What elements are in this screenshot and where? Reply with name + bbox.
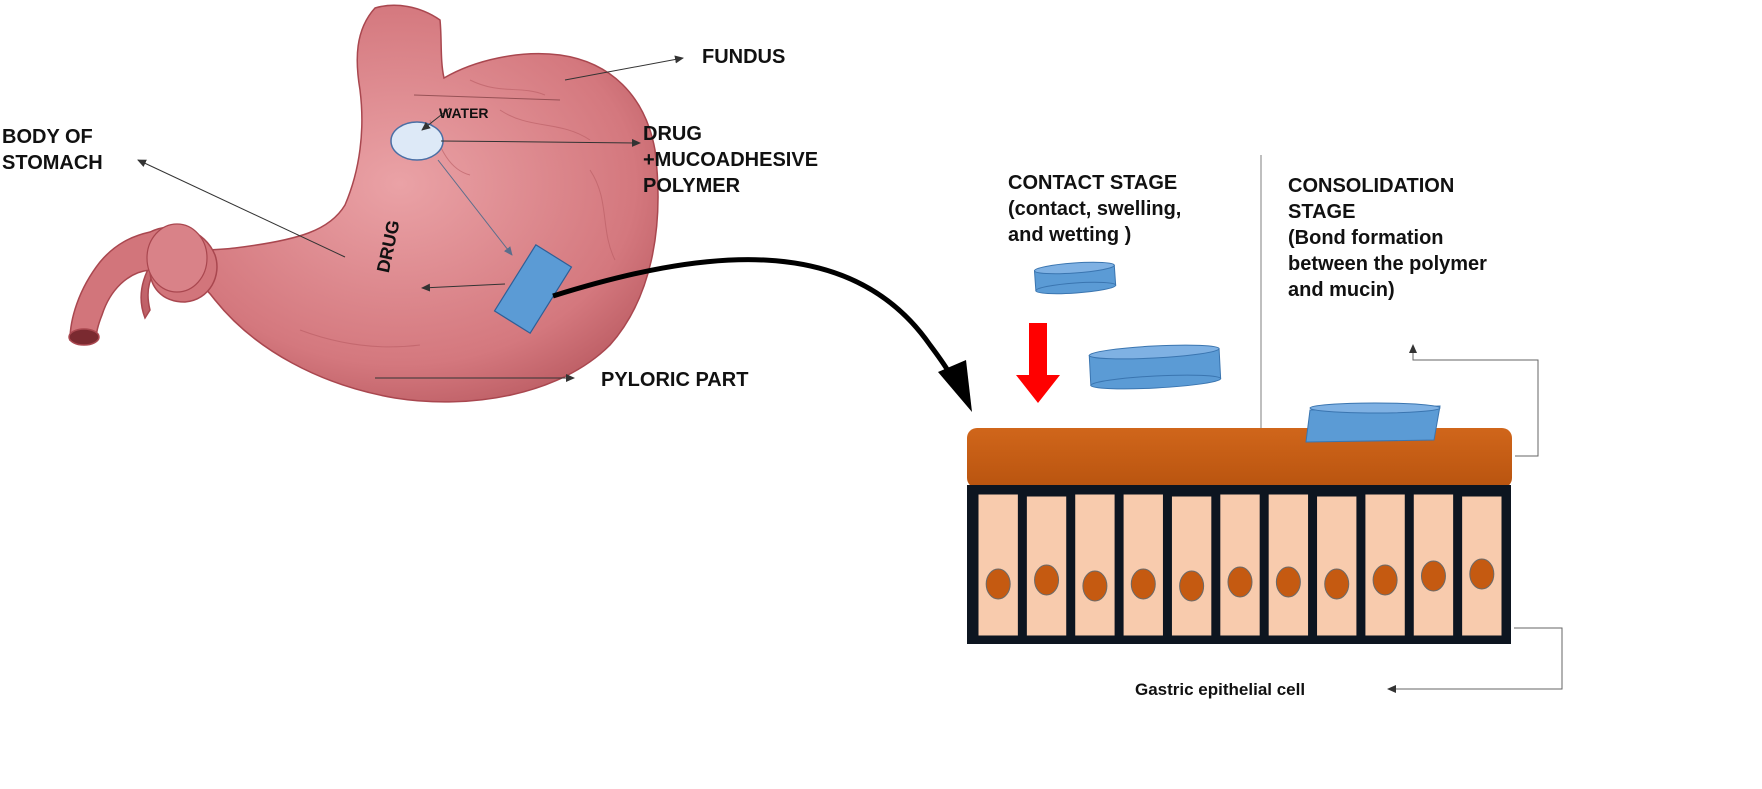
epithelial-bracket-arrow <box>1387 627 1563 693</box>
transition-arrow <box>552 257 961 393</box>
stomach-illustration <box>68 4 659 403</box>
gastric-epithelial-cell-label: Gastric epithelial cell <box>1135 680 1306 699</box>
epithelial-cell <box>1219 493 1261 637</box>
cell-nucleus <box>1130 568 1156 600</box>
transition-arrowhead <box>938 360 972 412</box>
fundus-marker-line <box>413 94 561 101</box>
drug-polymer-label: DRUG +MUCOADHESIVE POLYMER <box>643 123 819 197</box>
cell-nucleus <box>1420 560 1446 592</box>
fundus-arrow <box>564 55 684 81</box>
cell-nucleus <box>1179 570 1205 602</box>
stomach-body <box>140 4 659 403</box>
cell-nucleus <box>1275 566 1301 598</box>
cell-nucleus <box>1372 564 1398 596</box>
contact-stage-label: CONTACT STAGE (contact, swelling, and we… <box>1008 172 1182 246</box>
epithelial-cell <box>1316 495 1358 637</box>
cell-nucleus <box>1082 570 1108 602</box>
contact-red-arrow <box>1016 323 1060 403</box>
epithelial-cell <box>1074 493 1116 637</box>
pyloric-sphincter <box>146 223 208 293</box>
epithelial-cell <box>1122 493 1164 637</box>
body-of-stomach-label: BODY OF STOMACH <box>2 126 103 174</box>
cell-nucleus <box>985 568 1011 600</box>
water-tablet <box>390 121 444 161</box>
epithelial-cell <box>977 493 1019 637</box>
water-arrow <box>421 107 451 131</box>
drug-tablet <box>493 243 573 335</box>
floating-tablet-swelling <box>1088 344 1222 390</box>
water-label: WATER <box>439 105 489 121</box>
epithelial-cell <box>1267 493 1310 637</box>
drug-polymer-arrow <box>440 138 641 147</box>
epithelial-cells <box>977 493 1503 637</box>
floating-tablet-small <box>1033 261 1117 295</box>
cell-nucleus <box>1227 566 1253 598</box>
body-of-stomach-arrow <box>137 159 346 258</box>
mucus-layer <box>967 428 1512 488</box>
consolidated-tablet <box>1305 402 1441 443</box>
consolidation-stage-label: CONSOLIDATION STAGE (Bond formation betw… <box>1288 175 1487 301</box>
tablet-migration-arrow <box>437 159 513 256</box>
fundus-label: FUNDUS <box>702 46 786 68</box>
stomach-vessels <box>299 79 616 348</box>
consolidation-bracket-arrow <box>1409 344 1539 457</box>
cell-nucleus <box>1034 564 1060 596</box>
epithelial-cell <box>1170 495 1213 637</box>
pyloric-opening <box>68 328 100 346</box>
pyloric-part-label: PYLORIC PART <box>601 369 749 391</box>
cell-nucleus <box>1324 568 1350 600</box>
drug-release-arrow <box>421 283 506 292</box>
cell-nucleus <box>1469 558 1495 590</box>
